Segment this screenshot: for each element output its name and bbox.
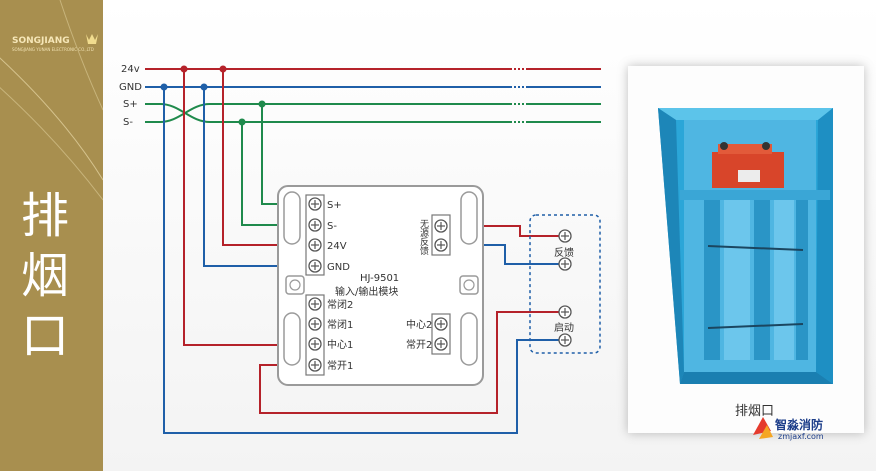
bus-lines [145,68,601,123]
brand-name: SONGJIANG [12,36,70,46]
damper-photo-card [628,66,864,433]
terminal-no1-label: 常开1 [327,359,353,372]
module-model: HJ-9501 [360,273,399,284]
label-gnd: GND [119,82,142,93]
sidebar-decoration [0,0,103,201]
label-s-plus: S+ [123,99,138,110]
junction-dots [160,65,266,126]
start-label: 启动 [554,321,574,334]
terminal-com2-label: 中心2 [406,318,432,331]
label-s-minus: S- [123,117,133,128]
label-24v: 24v [121,64,140,75]
title-char-3: 口 [20,308,69,364]
crown-logo-icon [86,34,98,44]
terminal-nc1-label: 常闭1 [327,318,353,331]
terminal-s-minus-label: S- [327,221,337,232]
bus-s-plus-line [145,103,510,123]
damper-terminal-box [529,214,601,354]
terminal-no2-label: 常开2 [406,338,432,351]
terminal-com1-label: 中心1 [327,338,353,351]
device-wires [163,69,565,434]
bus-s-minus-line [145,103,510,123]
watermark-text: 智淼消防 [775,418,824,432]
watermark-url: zmjaxf.com [778,432,824,441]
photo-caption: 排烟口 [735,404,775,419]
terminal-screws [308,197,572,372]
terminal-passive-feedback-label: 无源反馈 [418,219,429,256]
terminal-s-plus-label: S+ [327,200,342,211]
terminal-gnd-label: GND [327,262,350,273]
smoke-vent-image [658,108,833,384]
module-name: 输入/输出模块 [335,285,398,298]
brand-subtitle: SONGJIANG YUNAN ELECTRONIC CO.,LTD [12,47,94,52]
terminal-nc2-label: 常闭2 [327,298,353,311]
page-title: 排 烟 口 [15,186,75,366]
watermark-logo [753,417,773,439]
terminal-24v-label: 24V [327,241,347,252]
title-char-2: 烟 [20,248,69,304]
sidebar: SONGJIANG SONGJIANG YUNAN ELECTRONIC CO.… [0,0,103,471]
feedback-label: 反馈 [554,246,574,259]
title-char-1: 排 [20,188,69,244]
io-module [277,185,484,386]
